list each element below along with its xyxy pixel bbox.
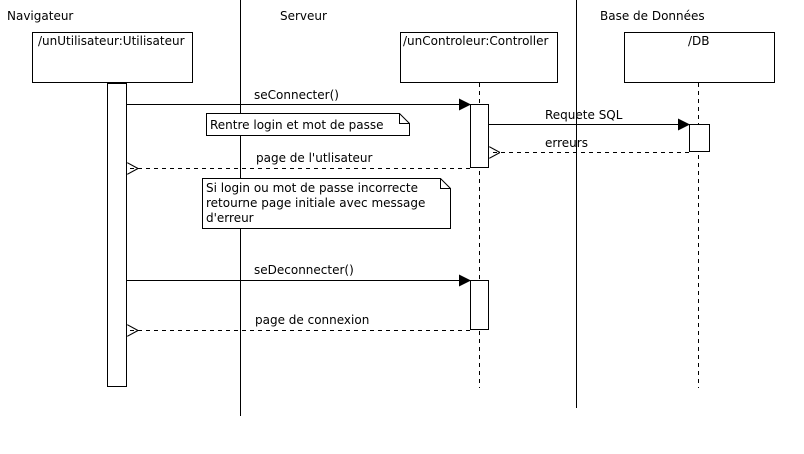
activation-controleur-1: [470, 104, 489, 168]
note-erreur-line-2: retourne page initiale avec message: [206, 196, 425, 210]
message-label-page-utilisateur: page de l'utlisateur: [256, 151, 373, 165]
participant-db: /DB: [624, 32, 775, 83]
participant-label-utilisateur: /unUtilisateur:Utilisateur: [38, 34, 185, 48]
swimlane-title-bdd: Base de Données: [600, 9, 705, 23]
activation-controleur-2: [470, 280, 489, 330]
participant-label-db: /DB: [688, 34, 710, 48]
swimlane-title-serveur: Serveur: [280, 9, 327, 23]
note-erreur-line-1: Si login ou mot de passe incorrecte: [206, 181, 418, 195]
participant-label-controleur: /unControleur:Controller: [403, 34, 548, 48]
note-login-line-1: Rentre login et mot de passe: [210, 118, 384, 132]
message-label-seconnecter: seConnecter(): [254, 88, 339, 102]
participant-controleur: /unControleur:Controller: [400, 32, 558, 83]
message-label-requete-sql: Requete SQL: [545, 108, 623, 122]
participant-utilisateur: /unUtilisateur:Utilisateur: [32, 32, 193, 83]
note-erreur-line-3: d'erreur: [206, 211, 254, 225]
activation-utilisateur: [107, 83, 127, 387]
note-login: Rentre login et mot de passe: [206, 113, 410, 136]
note-erreur: Si login ou mot de passe incorrecte reto…: [202, 178, 451, 229]
message-label-page-connexion: page de connexion: [255, 313, 369, 327]
message-label-sedeconnecter: seDeconnecter(): [254, 263, 354, 277]
swimlane-title-navigateur: Navigateur: [7, 9, 73, 23]
activation-db: [689, 124, 710, 152]
message-label-erreurs: erreurs: [545, 136, 588, 150]
